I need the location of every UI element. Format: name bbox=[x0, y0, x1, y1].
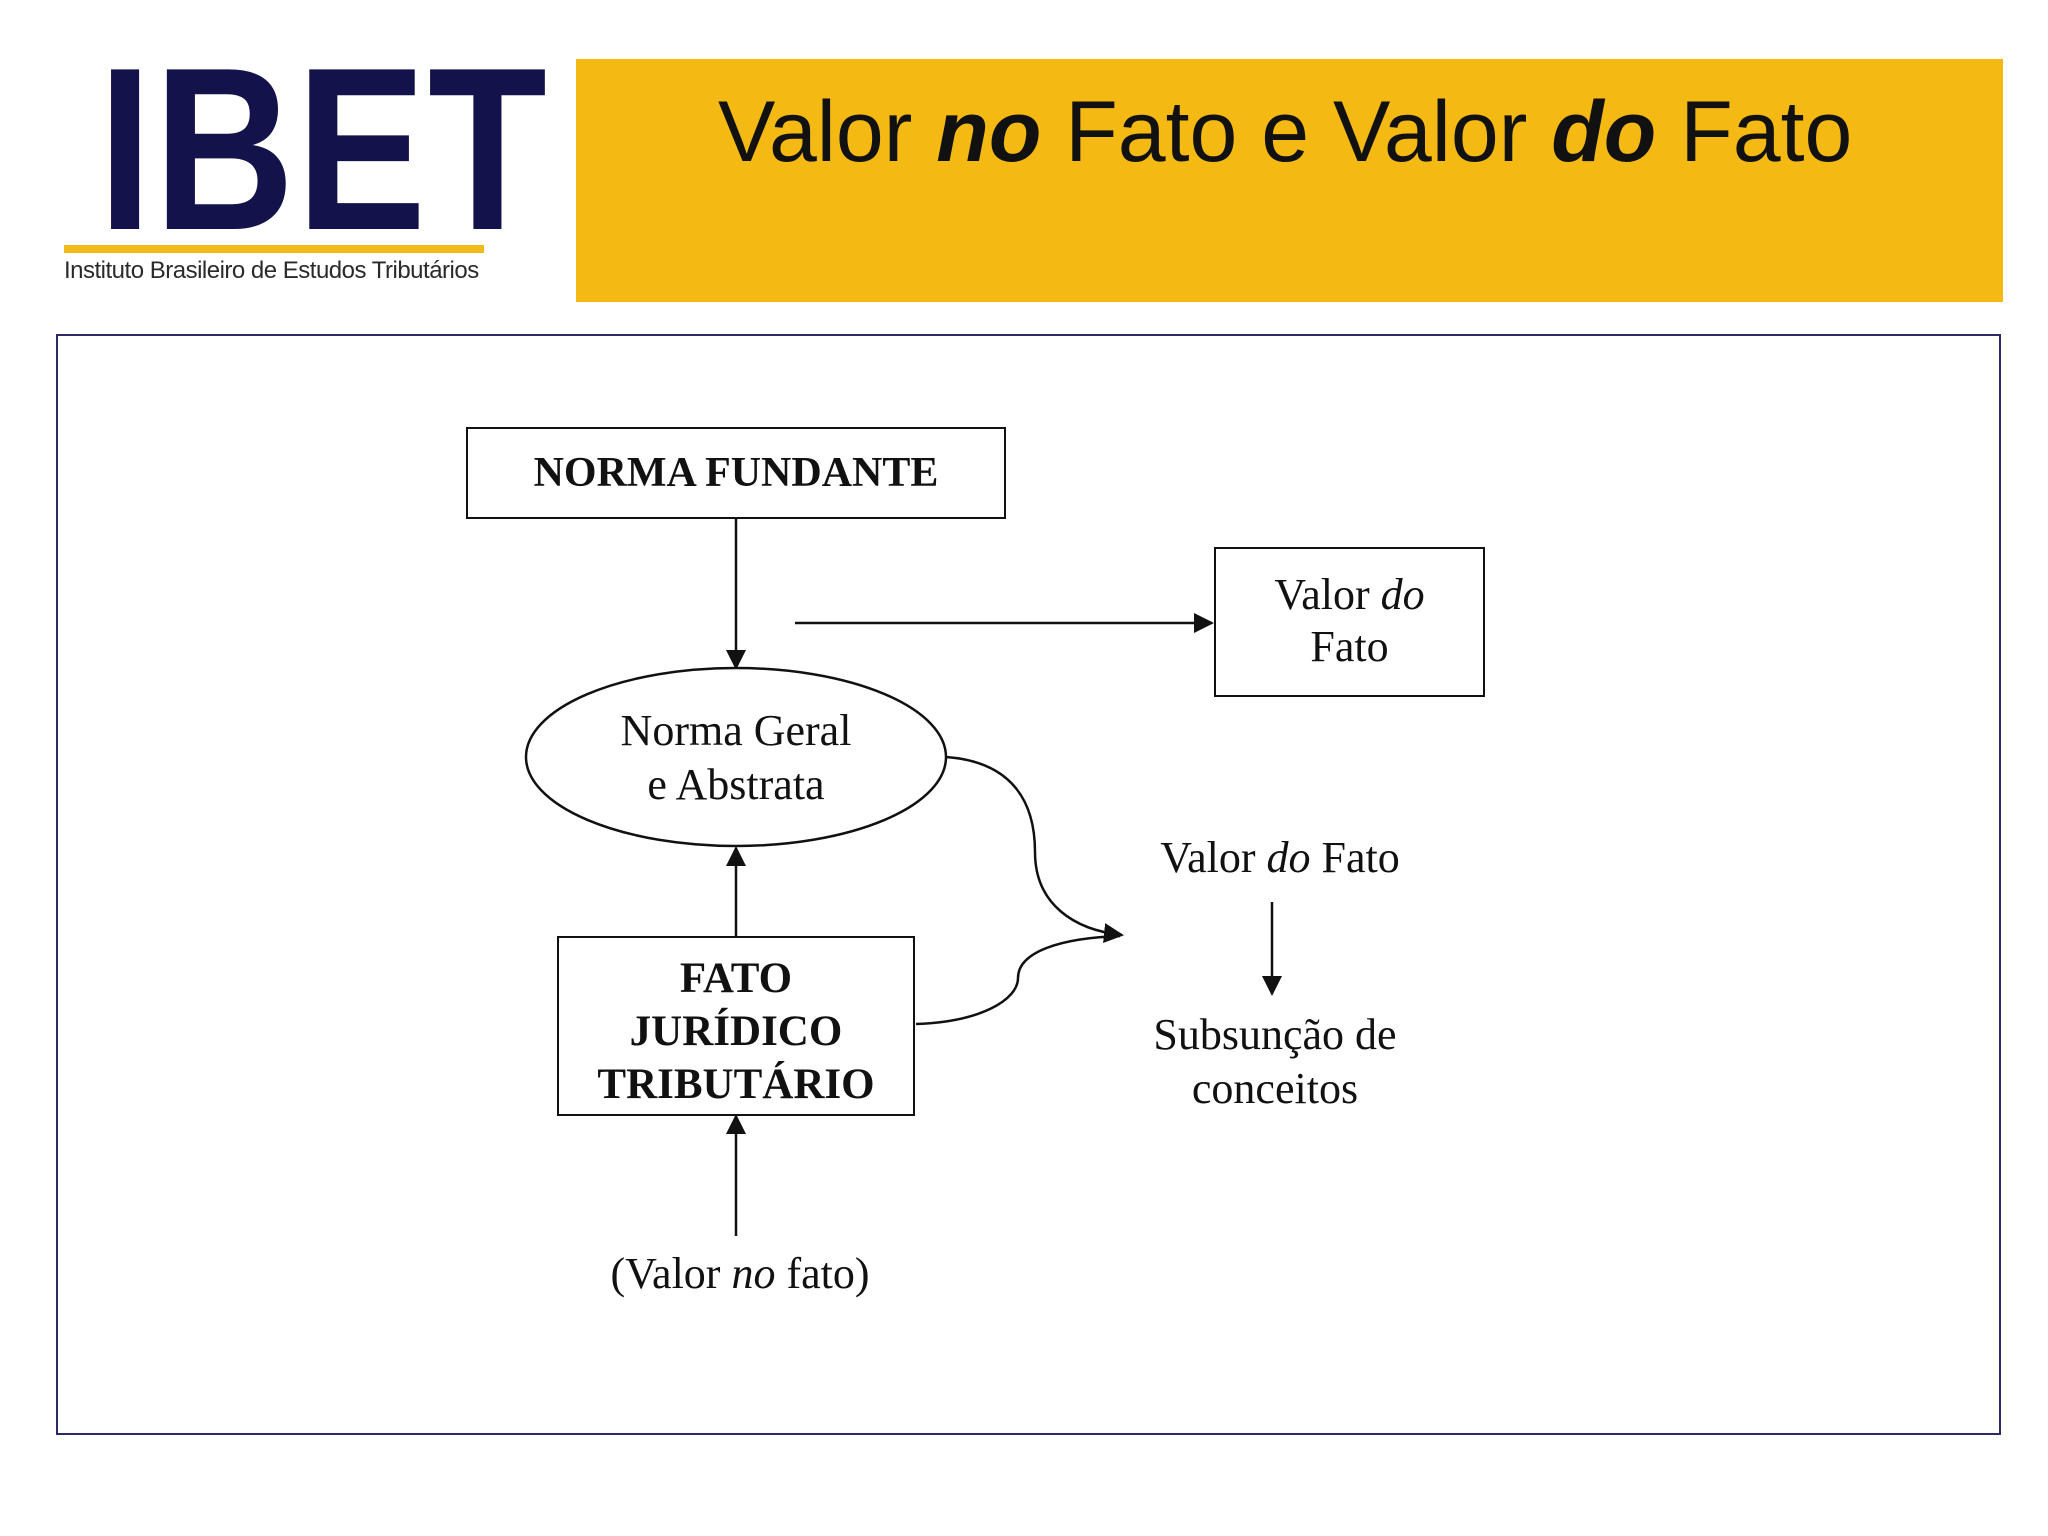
title-banner: Valor no Fato e Valor do Fato bbox=[576, 59, 2003, 302]
logo-wordmark: IBET bbox=[98, 20, 549, 279]
valor-no-fato-italic: no bbox=[731, 1249, 776, 1298]
title-emphasis-do: do bbox=[1551, 84, 1657, 180]
valor-do-fato-box-line1: Valor do bbox=[1216, 569, 1483, 621]
valor-do-fato-box-line2: Fato bbox=[1310, 622, 1389, 671]
valor-no-fato-label: (Valor no fato) bbox=[560, 1246, 920, 1302]
logo-tagline: Instituto Brasileiro de Estudos Tributár… bbox=[64, 257, 479, 284]
title-part-1: Valor bbox=[718, 84, 937, 180]
title-emphasis-no: no bbox=[936, 84, 1042, 180]
valor-do-fato-label-suffix: Fato bbox=[1310, 833, 1400, 882]
fato-juridico-line1: FATO bbox=[679, 955, 793, 1002]
valor-no-fato-prefix: (Valor bbox=[610, 1249, 732, 1298]
subsuncao-line2: conceitos bbox=[1191, 1064, 1359, 1113]
valor-do-fato-label: Valor do Fato bbox=[1110, 830, 1450, 886]
norma-fundante-box: NORMA FUNDANTE bbox=[466, 427, 1006, 519]
valor-do-fato-box: Valor do Fato bbox=[1214, 547, 1485, 697]
subsuncao-line1: Subsunção de bbox=[1153, 1010, 1397, 1059]
norma-geral-line2: e Abstrata bbox=[647, 760, 825, 809]
fato-juridico-line2: JURÍDICO bbox=[629, 1008, 843, 1055]
valor-do-fato-box-prefix: Valor bbox=[1274, 570, 1381, 619]
valor-do-fato-label-italic: do bbox=[1266, 833, 1311, 882]
fato-juridico-box: FATO JURÍDICO TRIBUTÁRIO bbox=[557, 936, 915, 1116]
logo-rule bbox=[64, 245, 484, 253]
title-part-2: Fato e Valor bbox=[1041, 84, 1552, 180]
valor-do-fato-box-italic: do bbox=[1380, 570, 1425, 619]
norma-geral-line1: Norma Geral bbox=[620, 706, 852, 755]
subsuncao-label: Subsunção de conceitos bbox=[1110, 1008, 1440, 1116]
ibet-logo: IBET Instituto Brasileiro de Estudos Tri… bbox=[64, 34, 547, 296]
curve-norma-geral-to-subsuncao bbox=[945, 755, 1124, 944]
diagram-frame bbox=[56, 334, 2001, 1435]
fato-juridico-line3: TRIBUTÁRIO bbox=[597, 1061, 875, 1108]
valor-do-fato-label-prefix: Valor bbox=[1160, 833, 1267, 882]
norma-geral-label: Norma Geral e Abstrata bbox=[526, 704, 946, 812]
title-part-3: Fato bbox=[1656, 84, 1853, 180]
norma-fundante-label: NORMA FUNDANTE bbox=[533, 450, 939, 496]
curve-fato-to-subsuncao bbox=[915, 934, 1121, 1026]
slide-title: Valor no Fato e Valor do Fato bbox=[718, 83, 1852, 182]
valor-no-fato-suffix: fato) bbox=[775, 1249, 870, 1298]
